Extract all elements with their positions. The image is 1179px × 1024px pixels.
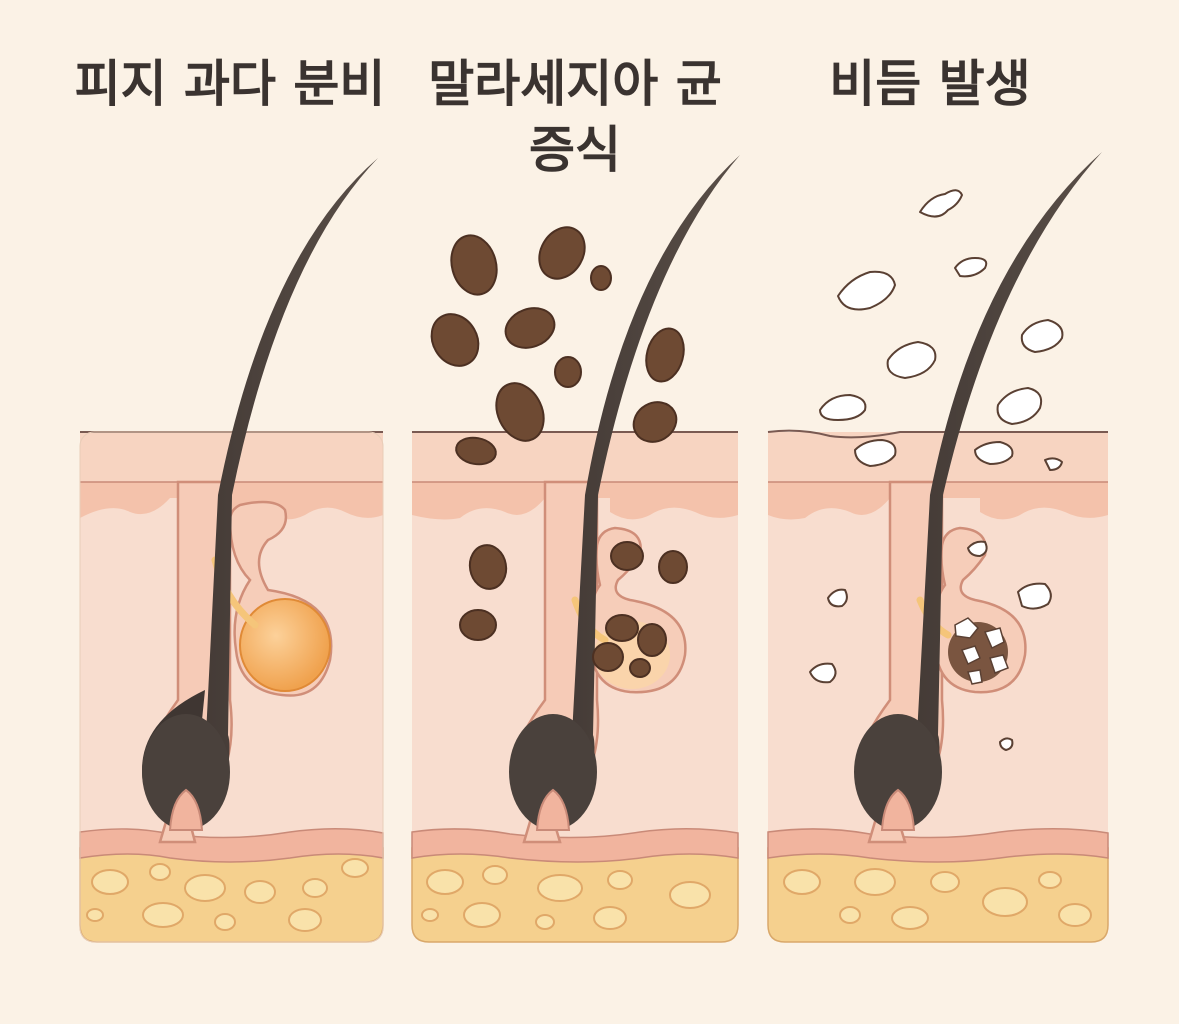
malassezia-fungi [430, 226, 688, 678]
dermal-papilla [535, 788, 571, 831]
panel-title-sebum: 피지 과다 분비 [74, 55, 386, 113]
panel-title-dandruff: 비듬 발생 [829, 55, 1031, 113]
dermal-papilla [880, 788, 916, 831]
dandruff-flakes [809, 189, 1064, 751]
hair-bulb-root [142, 714, 230, 830]
panel-malassezia [411, 155, 740, 943]
dermal-papilla [168, 788, 204, 831]
panel-sebum [79, 158, 384, 943]
fat-cells [86, 858, 369, 932]
sebum-blob [239, 598, 331, 692]
hair-bulb-root [854, 714, 942, 830]
clogged-gland [948, 617, 1009, 685]
panel-title-malassezia-line2: 증식 [529, 121, 621, 179]
panel-dandruff [767, 152, 1109, 943]
fat-cells [783, 868, 1092, 930]
hair-bulb-root [509, 714, 597, 830]
fat-cells [421, 865, 711, 930]
panel-title-malassezia: 말라세지아 균 [428, 55, 722, 113]
